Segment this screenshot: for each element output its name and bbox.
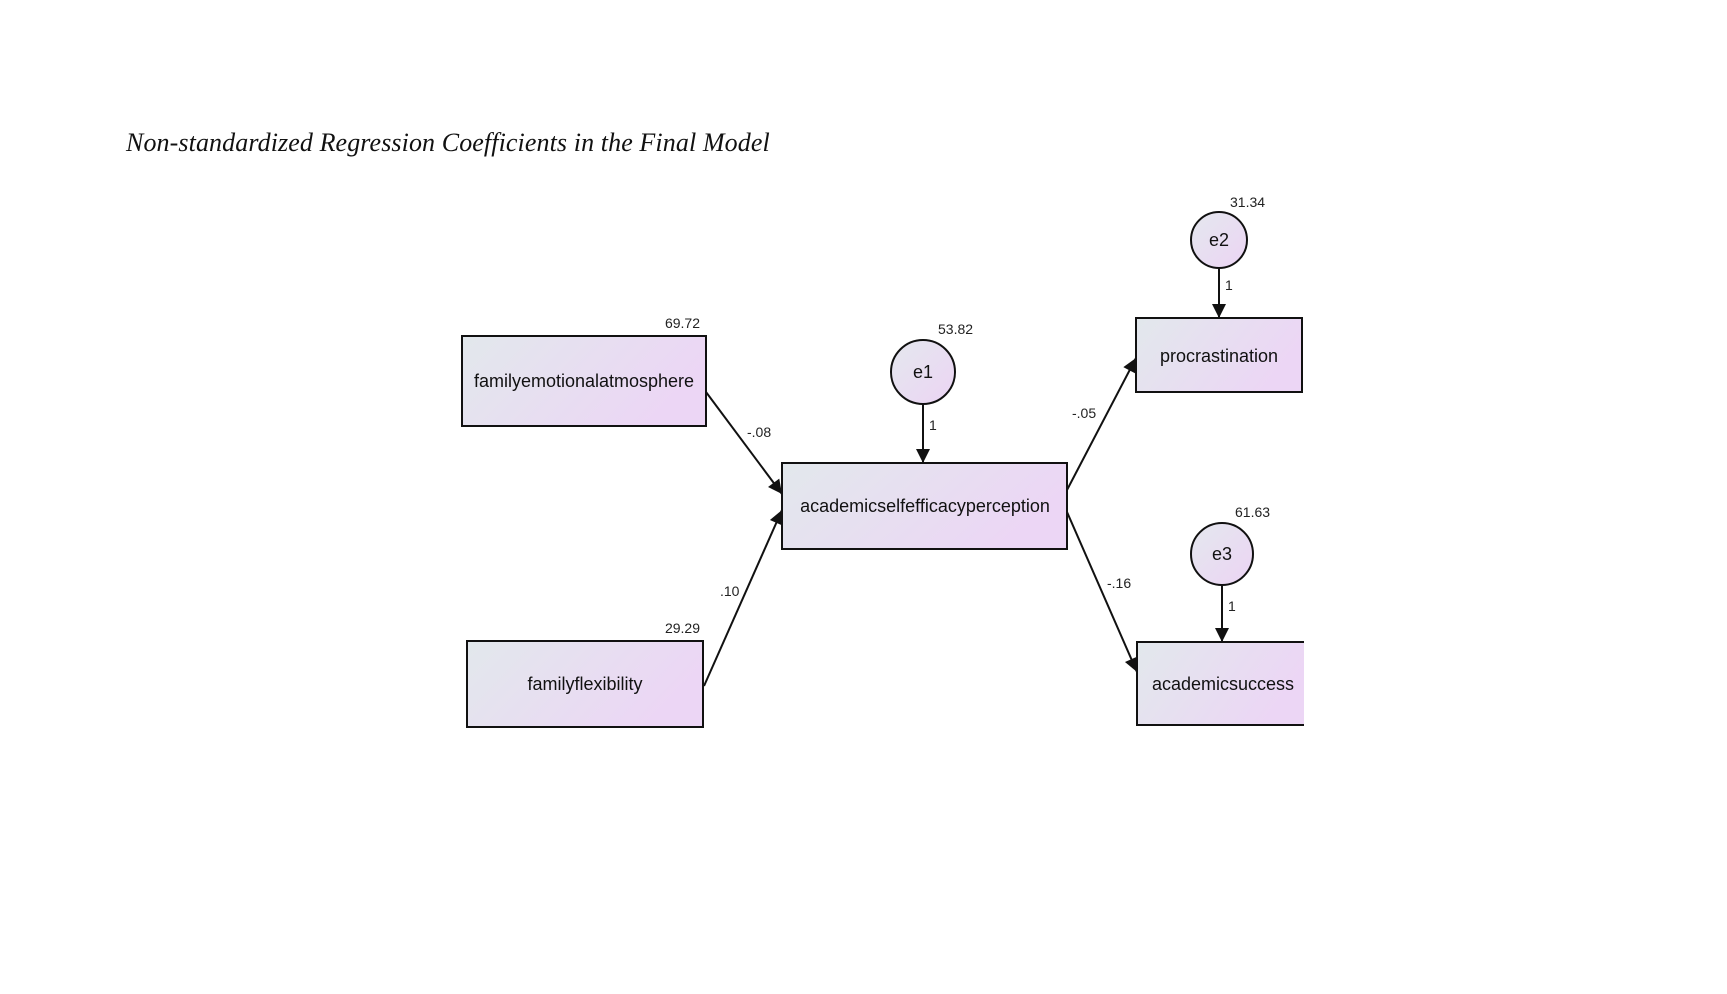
variance-label-fea: 69.72 bbox=[665, 315, 700, 331]
node-familyemotionalatmosphere: familyemotionalatmosphere bbox=[461, 335, 707, 427]
path-asep-to-as bbox=[1066, 511, 1138, 673]
variance-label-e1: 53.82 bbox=[938, 321, 973, 337]
path-fea-to-asep bbox=[705, 391, 783, 495]
error-label: e1 bbox=[913, 362, 933, 382]
node-label: familyemotionalatmosphere bbox=[474, 371, 694, 391]
error-e3: e3 bbox=[1190, 522, 1254, 586]
node-label: familyflexibility bbox=[527, 674, 642, 694]
error-e1: e1 bbox=[890, 339, 956, 405]
variance-label-e2: 31.34 bbox=[1230, 194, 1265, 210]
node-label: academicsuccess bbox=[1152, 674, 1294, 694]
coef-label-e2: 1 bbox=[1225, 277, 1233, 293]
figure-title: Non-standardized Regression Coefficients… bbox=[126, 128, 770, 157]
coef-label-ff-asep: .10 bbox=[720, 583, 740, 599]
variance-label-ff: 29.29 bbox=[665, 620, 700, 636]
coef-label-asep-proc: -.05 bbox=[1072, 405, 1096, 421]
error-e2: e2 bbox=[1190, 211, 1248, 269]
error-label: e3 bbox=[1212, 544, 1232, 564]
coef-label-e1: 1 bbox=[929, 417, 937, 433]
node-procrastination: procrastination bbox=[1135, 317, 1303, 393]
node-label: academicselfefficacyperception bbox=[800, 496, 1050, 516]
path-asep-to-proc bbox=[1066, 357, 1137, 491]
coef-label-e3: 1 bbox=[1228, 598, 1236, 614]
node-academicselfefficacyperception: academicselfefficacyperception bbox=[781, 462, 1068, 550]
coef-label-fea-asep: -.08 bbox=[747, 424, 771, 440]
coef-label-asep-as: -.16 bbox=[1107, 575, 1131, 591]
node-familyflexibility: familyflexibility bbox=[466, 640, 704, 728]
variance-label-e3: 61.63 bbox=[1235, 504, 1270, 520]
error-label: e2 bbox=[1209, 230, 1229, 250]
path-ff-to-asep bbox=[703, 509, 783, 687]
node-academicsuccess: academicsuccess bbox=[1136, 641, 1304, 726]
node-label: procrastination bbox=[1160, 346, 1278, 366]
